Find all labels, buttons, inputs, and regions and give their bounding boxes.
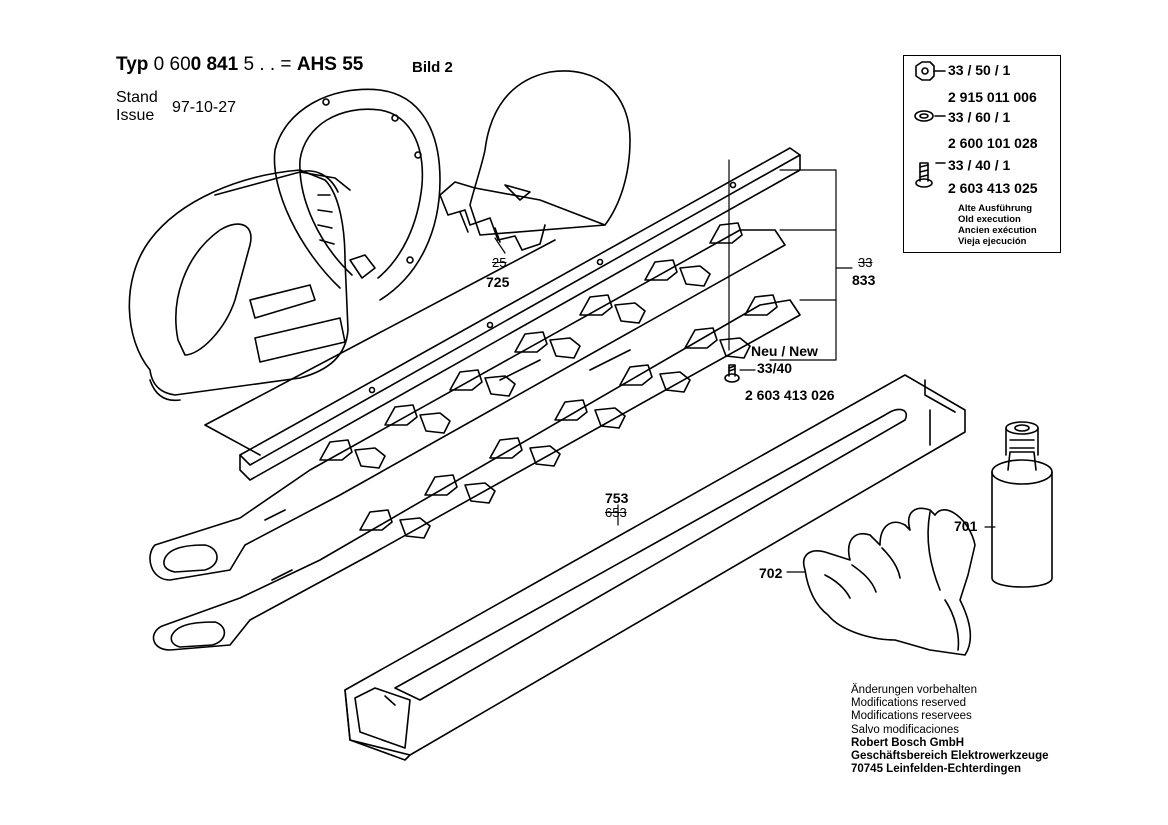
legend-row3-ref: 33 / 40 / 1 <box>948 157 1011 173</box>
callout-oil: 701 <box>954 518 978 534</box>
footer-company: Robert Bosch GmbH <box>851 736 965 749</box>
legend-box <box>903 55 1061 253</box>
callout-sheath-new: 753 <box>605 490 629 506</box>
issue-date: 97-10-27 <box>172 99 237 116</box>
callout-sheath-old: 653 <box>605 505 627 520</box>
legend-icons <box>914 61 946 188</box>
model-name: AHS 55 <box>296 54 364 75</box>
legend-row1-ref: 33 / 50 / 1 <box>948 62 1011 78</box>
legend-row2-part: 2 600 101 028 <box>948 135 1038 151</box>
callout-glove: 702 <box>759 565 783 581</box>
callout-guard-old: 25 <box>492 255 507 270</box>
callout-neu-new: Neu / New <box>751 343 818 359</box>
callout-screw-ref: 33/40 <box>757 360 793 376</box>
footer-division: Geschäftsbereich Elektrowerkzeuge <box>851 750 1049 763</box>
typ-prefix: 0 60 <box>153 54 191 75</box>
bild-label: Bild 2 <box>412 59 453 76</box>
glove-drawing <box>803 507 976 656</box>
footer-address: 70745 Leinfelden-Echterdingen <box>851 763 1021 776</box>
typ-bold: 0 841 <box>190 54 239 75</box>
legend-row1-part: 2 915 011 006 <box>948 89 1037 105</box>
stand-issue: Stand Issue <box>116 89 158 125</box>
type-header: Typ 0 600 841 5 . . = AHS 55 <box>116 54 363 76</box>
leader-lines <box>494 159 996 573</box>
callout-blade-new: 833 <box>852 272 876 288</box>
footer-line-en: Modifications reserved <box>851 697 967 710</box>
issue-label: Issue <box>116 107 155 124</box>
typ-suffix: 5 . . = <box>243 54 292 75</box>
note-fr: Ancien exécution <box>958 225 1037 236</box>
footer-line-es: Salvo modificaciones <box>851 723 960 736</box>
legend-old-note: Alte Ausführung Old execution Ancien exé… <box>958 203 1037 247</box>
callout-guard-new: 725 <box>486 274 510 290</box>
typ-label: Typ <box>116 54 149 75</box>
callout-screw-part: 2 603 413 026 <box>745 387 835 403</box>
oil-bottle-drawing <box>991 421 1053 588</box>
note-es: Vieja ejecución <box>958 236 1027 247</box>
blade-rail-drawing <box>204 147 801 481</box>
housing-drawing <box>128 88 441 402</box>
footer-line-fr: Modifications reservees <box>851 710 972 723</box>
legend-row2-ref: 33 / 60 / 1 <box>948 109 1011 125</box>
blade-sheath-drawing <box>344 374 966 761</box>
note-en: Old execution <box>958 214 1021 225</box>
legend-row3-part: 2 603 413 025 <box>948 180 1038 196</box>
cutter-blades-drawing <box>149 222 801 651</box>
footer-block: Änderungen vorbehalten Modifications res… <box>851 684 1049 776</box>
footer-line-de: Änderungen vorbehalten <box>851 684 977 696</box>
stand-label: Stand <box>116 89 158 106</box>
hand-guard-drawing <box>439 70 631 251</box>
note-de: Alte Ausführung <box>958 203 1033 214</box>
screw-drawing <box>724 364 740 383</box>
callout-blade-old: 33 <box>858 255 873 270</box>
